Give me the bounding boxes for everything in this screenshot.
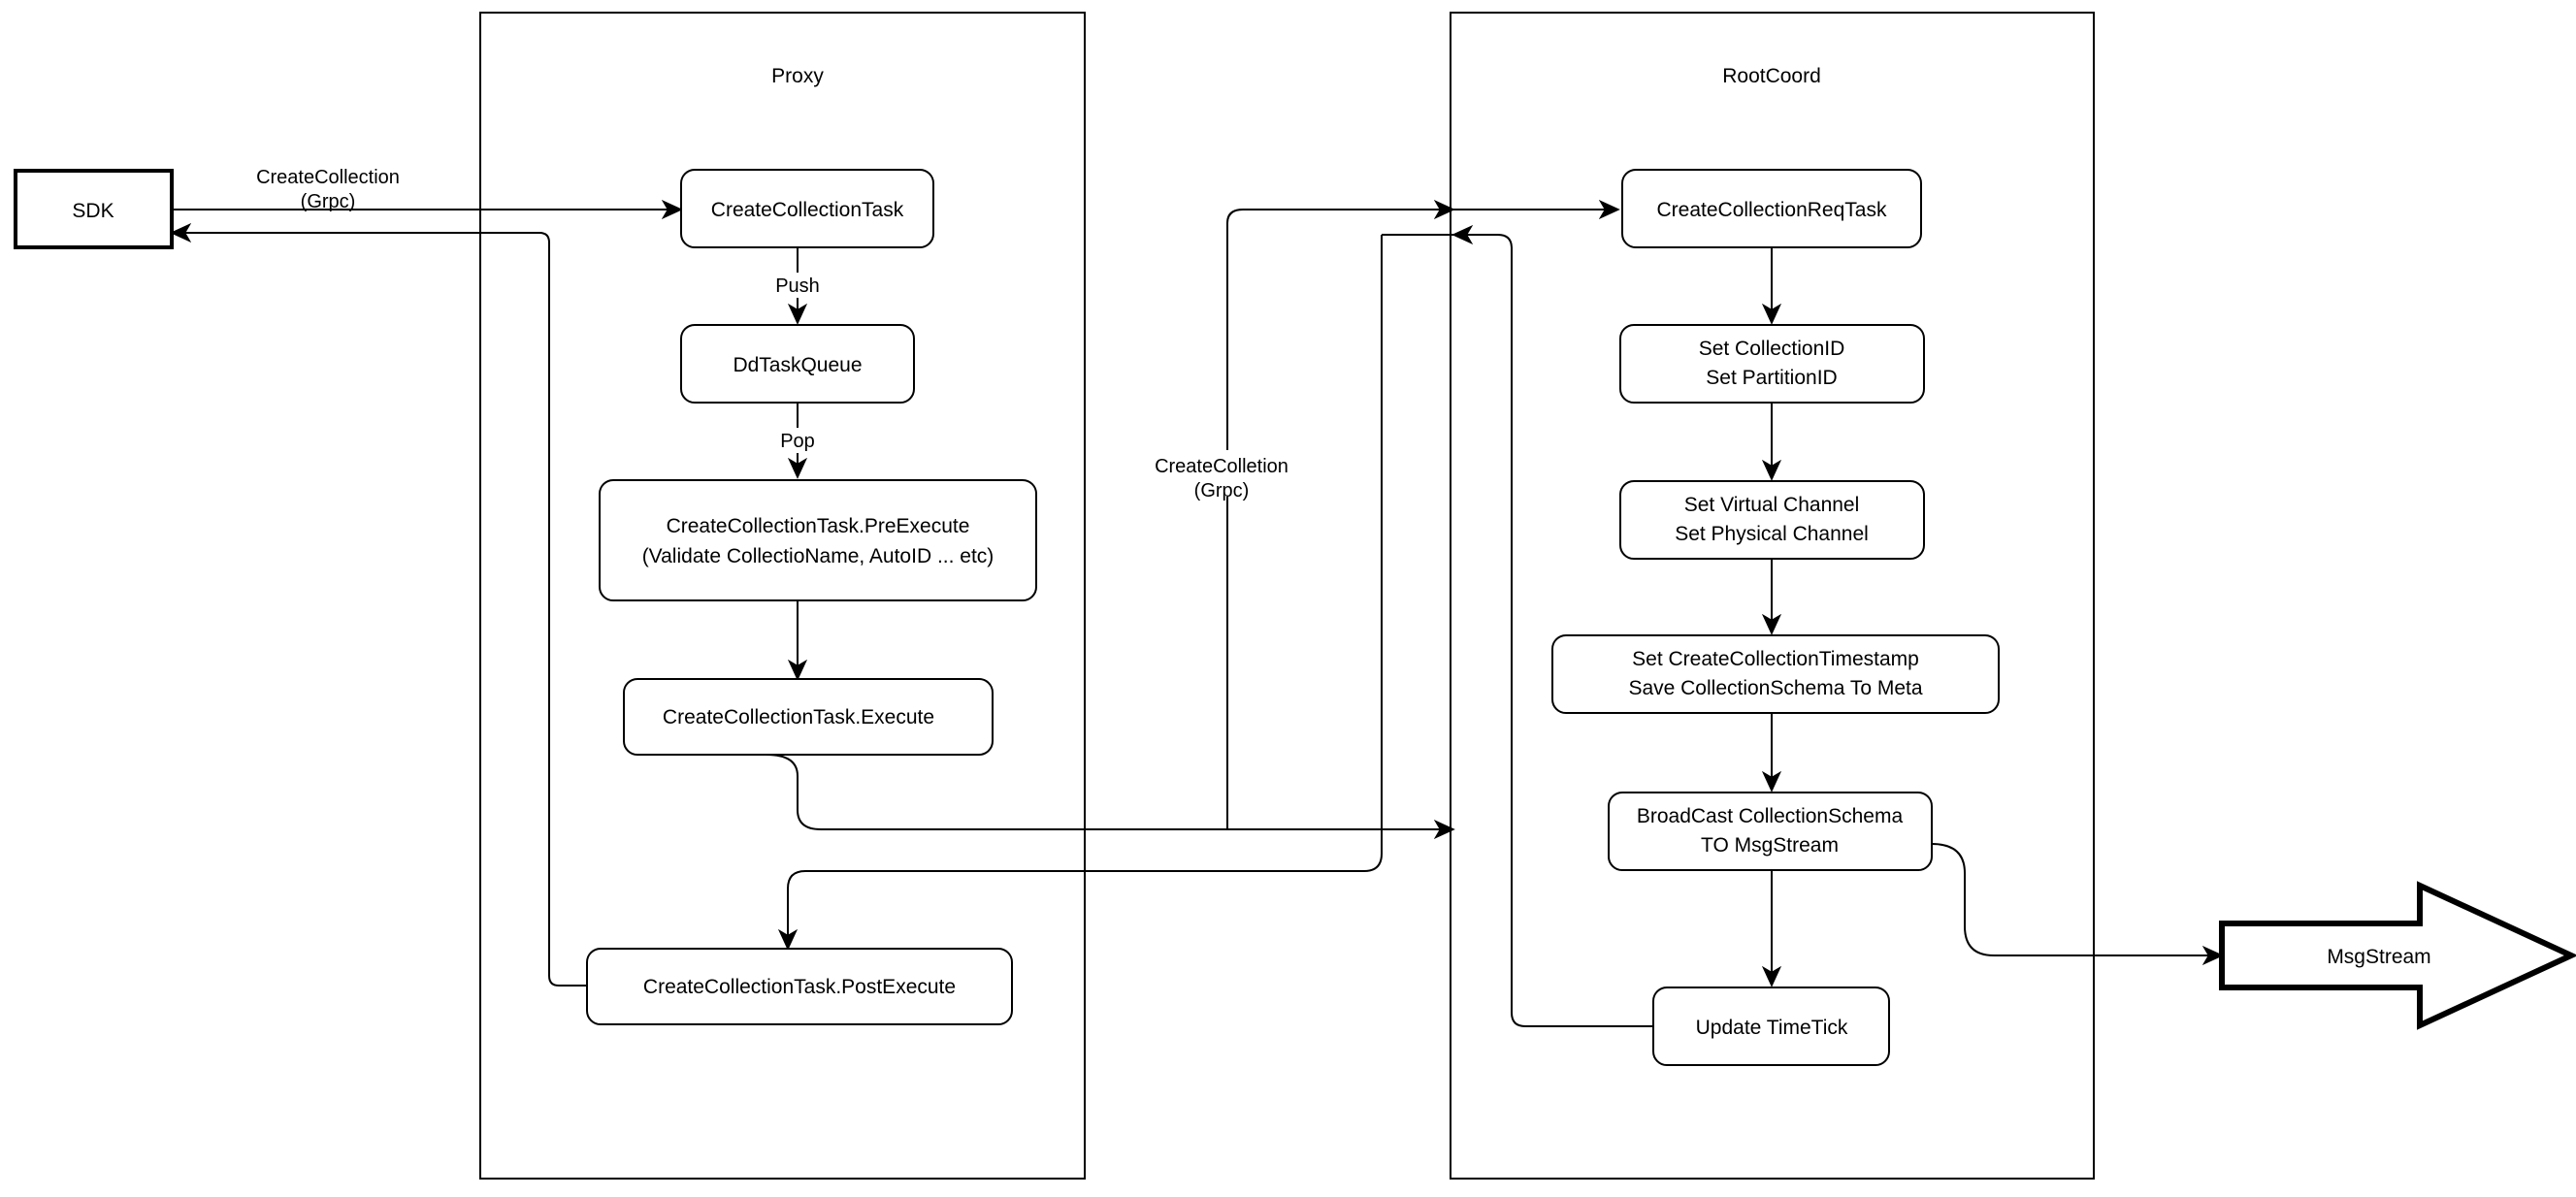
pre-execute-label-line2: (Validate CollectioName, AutoID ... etc) — [642, 545, 995, 567]
sdk-grpc-label-line1: CreateCollection — [256, 167, 400, 188]
msgstream-label: MsgStream — [2327, 946, 2430, 968]
set-channel-label-line1: Set Virtual Channel — [1684, 494, 1860, 516]
sdk-box[interactable] — [14, 169, 174, 249]
edge-label-push: Push — [766, 273, 829, 298]
proxy-rootcoord-grpc-label-bg — [1133, 450, 1322, 497]
node-save-meta[interactable]: Set CreateCollectionTimestamp Save Colle… — [1551, 634, 2000, 714]
node-update-timetick[interactable]: Update TimeTick — [1652, 987, 1890, 1066]
create-collection-req-task-label: CreateCollectionReqTask — [1657, 199, 1887, 221]
edge-broadcast-to-msgstream — [1931, 843, 2224, 966]
node-create-collection-req-task[interactable]: CreateCollectionReqTask — [1621, 169, 1922, 248]
sdk-grpc-label-bg — [245, 161, 434, 208]
set-ids-label-line1: Set CollectionID — [1699, 338, 1845, 360]
node-set-channel[interactable]: Set Virtual Channel Set Physical Channel — [1619, 480, 1925, 560]
node-broadcast[interactable]: BroadCast CollectionSchema TO MsgStream — [1608, 792, 1933, 871]
proxy-title: Proxy — [771, 65, 824, 87]
node-msgstream[interactable]: MsgStream — [2219, 881, 2576, 1030]
update-timetick-box[interactable] — [1652, 987, 1890, 1066]
dd-task-queue-box[interactable] — [680, 324, 915, 404]
msgstream-arrow-shape[interactable] — [2219, 881, 2576, 1030]
edge-grpc-request-to-rootcoord — [1226, 199, 1455, 829]
edge-label-proxy-rootcoord-grpc: CreateColletion (Grpc) — [1133, 450, 1322, 501]
create-collection-task-box[interactable] — [680, 169, 934, 248]
dd-task-queue-label: DdTaskQueue — [733, 354, 862, 376]
node-dd-task-queue[interactable]: DdTaskQueue — [680, 324, 915, 404]
execute-box[interactable] — [623, 678, 994, 756]
edge-label-pop: Pop — [770, 428, 825, 453]
pop-label-bg — [770, 428, 825, 453]
broadcast-label-line2: TO MsgStream — [1701, 834, 1839, 857]
sdk-label: SDK — [72, 200, 114, 222]
save-meta-label-line1: Set CreateCollectionTimestamp — [1632, 648, 1919, 670]
push-label: Push — [775, 275, 820, 297]
create-collection-task-label: CreateCollectionTask — [711, 199, 904, 221]
proxy-rootcoord-grpc-label-line2: (Grpc) — [1194, 480, 1250, 501]
broadcast-box[interactable] — [1608, 792, 1933, 871]
push-label-bg — [766, 273, 829, 298]
pop-label: Pop — [780, 431, 815, 452]
save-meta-box[interactable] — [1551, 634, 2000, 714]
pre-execute-box[interactable] — [599, 479, 1037, 601]
execute-label: CreateCollectionTask.Execute — [663, 706, 934, 728]
rootcoord-title: RootCoord — [1722, 65, 1821, 87]
post-execute-label: CreateCollectionTask.PostExecute — [643, 976, 956, 998]
post-execute-box[interactable] — [586, 948, 1013, 1025]
node-post-execute[interactable]: CreateCollectionTask.PostExecute — [586, 948, 1013, 1025]
node-execute[interactable]: CreateCollectionTask.Execute — [623, 678, 994, 756]
proxy-rootcoord-grpc-label-line1: CreateColletion — [1155, 456, 1288, 477]
node-sdk[interactable]: SDK — [14, 169, 174, 249]
edge-post-execute-to-sdk — [170, 222, 587, 987]
broadcast-label-line1: BroadCast CollectionSchema — [1637, 805, 1904, 827]
node-pre-execute[interactable]: CreateCollectionTask.PreExecute (Validat… — [599, 479, 1037, 601]
edge-update-timetick-to-proxy-return — [1451, 224, 1653, 1027]
set-channel-box[interactable] — [1619, 480, 1925, 560]
node-create-collection-task[interactable]: CreateCollectionTask — [680, 169, 934, 248]
sdk-grpc-label-line2: (Grpc) — [301, 191, 356, 212]
pre-execute-label-line1: CreateCollectionTask.PreExecute — [667, 515, 970, 537]
update-timetick-label: Update TimeTick — [1696, 1017, 1848, 1039]
save-meta-label-line2: Save CollectionSchema To Meta — [1628, 677, 1922, 699]
edge-label-sdk-grpc: CreateCollection (Grpc) — [245, 161, 434, 212]
edge-execute-to-rootcoord — [766, 754, 1455, 840]
set-ids-box[interactable] — [1619, 324, 1925, 404]
set-channel-label-line2: Set Physical Channel — [1675, 523, 1869, 545]
set-ids-label-line2: Set PartitionID — [1706, 367, 1837, 389]
node-set-ids[interactable]: Set CollectionID Set PartitionID — [1619, 324, 1925, 404]
